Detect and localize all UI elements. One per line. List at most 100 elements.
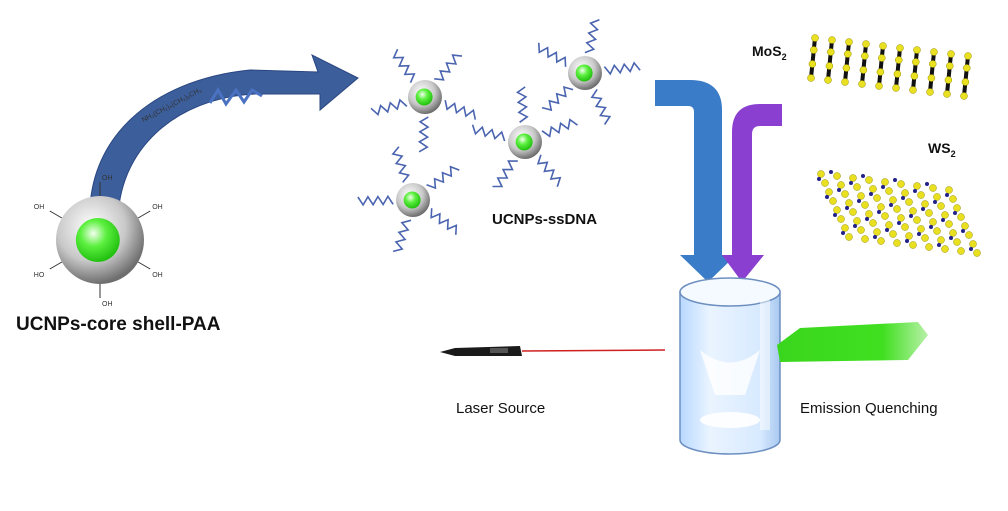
ssdna-particle-core bbox=[415, 88, 433, 106]
ssdna-strand bbox=[426, 165, 460, 190]
sulfur-atom bbox=[897, 214, 905, 222]
carboxyl-bond bbox=[49, 210, 63, 219]
mos2-bond bbox=[911, 49, 919, 91]
ssdna-strand bbox=[391, 146, 411, 183]
ssdna-strand bbox=[541, 118, 578, 138]
carboxyl-bond bbox=[137, 261, 151, 270]
ws2-structure bbox=[817, 170, 981, 257]
ssdna-particles-label: UCNPs-ssDNA bbox=[492, 211, 598, 228]
sulfur-atom bbox=[825, 62, 834, 70]
sulfur-atom bbox=[845, 199, 853, 207]
carboxyl-label: OH bbox=[152, 272, 163, 279]
sulfur-atom bbox=[869, 219, 877, 227]
carboxyl-label: OH bbox=[102, 175, 113, 182]
ssdna-strand bbox=[584, 19, 600, 54]
sulfur-atom bbox=[913, 216, 921, 224]
sulfur-atom bbox=[827, 48, 835, 56]
sulfur-atom bbox=[957, 213, 965, 221]
sulfur-atom bbox=[905, 198, 913, 206]
mos2-bond bbox=[962, 55, 970, 97]
tungsten-atom bbox=[885, 228, 889, 232]
sulfur-atom bbox=[937, 202, 945, 210]
ws2-label: WS2 bbox=[928, 140, 956, 159]
tungsten-atom bbox=[893, 178, 897, 182]
ssdna-particle bbox=[357, 146, 460, 253]
sulfur-atom bbox=[933, 193, 941, 201]
tungsten-atom bbox=[861, 174, 865, 178]
sulfur-atom bbox=[921, 200, 929, 208]
sulfur-atom bbox=[841, 190, 849, 198]
tungsten-atom bbox=[853, 224, 857, 228]
carboxyl-label: OH bbox=[34, 204, 45, 211]
ssdna-strand bbox=[603, 61, 641, 76]
sulfur-atom bbox=[925, 209, 933, 217]
tungsten-atom bbox=[913, 189, 917, 193]
sulfur-atom bbox=[941, 245, 949, 253]
sulfur-atom bbox=[893, 70, 902, 78]
sulfur-atom bbox=[895, 56, 903, 64]
ssdna-strand bbox=[541, 85, 574, 112]
sulfur-atom bbox=[945, 220, 953, 228]
ssdna-strand bbox=[492, 160, 518, 188]
ssdna-strand bbox=[536, 154, 562, 187]
sulfur-atom bbox=[949, 229, 957, 237]
sulfur-atom bbox=[879, 42, 887, 50]
sulfur-atom bbox=[953, 204, 961, 212]
sulfur-atom bbox=[937, 236, 945, 244]
tungsten-atom bbox=[881, 185, 885, 189]
sulfur-atom bbox=[961, 78, 970, 86]
ssdna-strand bbox=[392, 48, 416, 84]
sulfur-atom bbox=[910, 72, 919, 80]
tungsten-atom bbox=[909, 214, 913, 218]
tungsten-atom bbox=[869, 192, 873, 196]
sulfur-atom bbox=[941, 211, 949, 219]
ws2-subscript: 2 bbox=[950, 148, 956, 159]
ssdna-particle bbox=[370, 48, 477, 153]
ssdna-particle-core bbox=[575, 64, 593, 82]
sulfur-atom bbox=[893, 239, 901, 247]
ssdna-strand bbox=[590, 88, 612, 125]
mos2-bond bbox=[877, 45, 885, 87]
sulfur-atom bbox=[945, 186, 953, 194]
sulfur-atom bbox=[929, 60, 937, 68]
tungsten-atom bbox=[933, 200, 937, 204]
sulfur-atom bbox=[889, 230, 897, 238]
carboxyl-label: OH bbox=[102, 301, 113, 308]
purple-arrow bbox=[722, 104, 782, 282]
mos2-bond bbox=[860, 43, 868, 85]
sulfur-atom bbox=[845, 233, 853, 241]
mos2-bond bbox=[894, 47, 902, 89]
tungsten-atom bbox=[817, 177, 821, 181]
sulfur-atom bbox=[963, 64, 971, 72]
tungsten-atom bbox=[837, 188, 841, 192]
sulfur-atom bbox=[961, 222, 969, 230]
ssdna-strand bbox=[417, 116, 430, 153]
sulfur-atom bbox=[877, 237, 885, 245]
sulfur-atom bbox=[917, 191, 925, 199]
ssdna-strand bbox=[392, 219, 412, 253]
sulfur-atom bbox=[824, 76, 832, 84]
sulfur-atom bbox=[881, 178, 889, 186]
tungsten-atom bbox=[929, 225, 933, 229]
sulfur-atom bbox=[828, 36, 836, 44]
sulfur-atom bbox=[865, 176, 873, 184]
sulfur-atom bbox=[875, 82, 883, 90]
core-shell-particle-core bbox=[75, 218, 120, 262]
sulfur-atom bbox=[857, 226, 865, 234]
sulfur-atom bbox=[885, 187, 893, 195]
mos2-structure bbox=[807, 34, 972, 100]
tungsten-atom bbox=[969, 247, 973, 251]
sulfur-atom bbox=[926, 88, 934, 96]
sulfur-atom bbox=[873, 194, 881, 202]
tungsten-atom bbox=[829, 170, 833, 174]
sulfur-atom bbox=[878, 54, 886, 62]
sulfur-atom bbox=[842, 64, 851, 72]
tungsten-atom bbox=[877, 210, 881, 214]
ssdna-strand bbox=[430, 208, 458, 235]
tungsten-atom bbox=[845, 206, 849, 210]
tungsten-atom bbox=[889, 203, 893, 207]
sulfur-atom bbox=[933, 227, 941, 235]
sulfur-atom bbox=[869, 185, 877, 193]
sulfur-atom bbox=[845, 38, 853, 46]
